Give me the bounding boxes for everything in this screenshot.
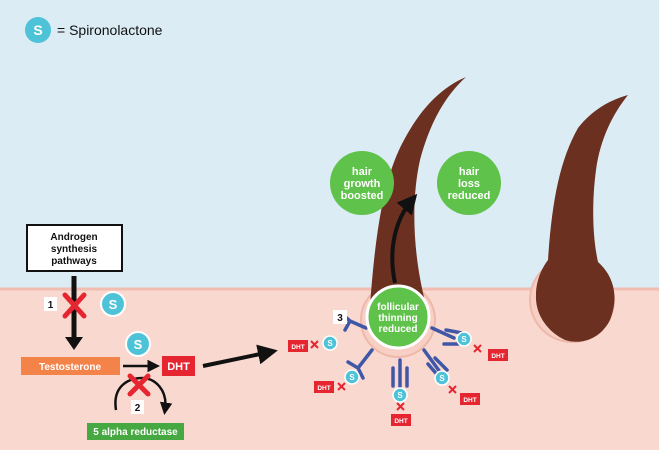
hair-loss-line1: hair: [459, 166, 480, 178]
follicle-bubble: follicular thinning reduced: [365, 284, 431, 350]
spiro-icon-step-1: [100, 291, 126, 317]
spiro-icon-step-2: [125, 331, 151, 357]
step-2-block-x: [127, 373, 151, 397]
step-1-number: 1: [48, 300, 54, 311]
follicle-bubble-line2: thinning: [378, 313, 417, 324]
blocked-dht-1-label: DHT: [291, 344, 304, 351]
step-2-number: 2: [135, 403, 141, 414]
receptor-spiro-1: [322, 335, 338, 351]
blocked-dht-2: [314, 381, 334, 393]
hair-growth-bubble-circle: [330, 151, 394, 215]
dht-label: DHT: [167, 361, 190, 373]
spiro-step-2-letter: S: [134, 337, 143, 352]
blocked-x-2: [337, 382, 346, 391]
blocked-x-4: [448, 385, 457, 394]
spiro-step-1-letter: S: [109, 297, 118, 312]
androgen-down-arrowhead: [65, 337, 83, 350]
receptor-spiro-2: [344, 369, 360, 385]
dht-box: [162, 356, 195, 376]
blocked-dht-2-label: DHT: [317, 385, 330, 392]
follicle-bubble-line1: follicular: [377, 302, 419, 313]
receptor-spiro-4: [434, 370, 450, 386]
receptor-spiro-3-letter: S: [397, 391, 403, 400]
reductase-label: 5 alpha reductase: [93, 427, 178, 438]
hair-loss-line2: loss: [458, 178, 480, 190]
testosterone-label: Testosterone: [39, 362, 101, 373]
hair-shaft-right: [535, 95, 628, 342]
hair-loss-line3: reduced: [448, 190, 491, 202]
follicle-bubble-circle: [365, 284, 431, 350]
receptor-spiro-2-letter: S: [349, 373, 355, 382]
receptor-spiro-1-letter: S: [327, 339, 333, 348]
blocked-dht-4-label: DHT: [463, 397, 476, 404]
androgen-box: Androgen synthesis pathways: [26, 224, 123, 272]
hair-growth-line1: hair: [352, 166, 373, 178]
blocked-dht-5: [488, 349, 508, 361]
receptor-3: [391, 358, 409, 390]
receptor-spiro-4-letter: S: [439, 374, 445, 383]
step-3-number: 3: [337, 313, 343, 324]
testosterone-box: [21, 357, 120, 375]
step-2-badge: [131, 400, 144, 414]
legend-spiro-icon: [25, 17, 51, 43]
blocked-dht-5-label: DHT: [491, 353, 504, 360]
receptor-2: [346, 348, 374, 380]
receptor-group: [340, 312, 464, 390]
reductase-box: [87, 423, 184, 440]
dht-to-follicle-arrow: [202, 344, 278, 368]
hair-growth-line2: growth: [344, 178, 381, 190]
receptor-spiro-group: S S S S S: [322, 331, 472, 403]
legend-text: = Spironolactone: [57, 22, 163, 38]
androgen-line3: pathways: [51, 256, 97, 267]
legend-spiro-letter: S: [33, 22, 42, 38]
step-3-badge: [333, 310, 347, 324]
blocked-x-5: [473, 344, 482, 353]
blocked-dht-3-label: DHT: [394, 418, 407, 425]
growth-arrow: [390, 193, 418, 284]
hair-loss-bubble: hair loss reduced: [437, 151, 501, 215]
blocked-dht-group: DHT DHT DHT DHT DHT: [288, 340, 508, 426]
reductase-curve-arrow: [114, 376, 173, 415]
receptor-spiro-5-letter: S: [461, 335, 467, 344]
androgen-line2: synthesis: [51, 244, 98, 255]
blocked-x-3: [396, 402, 405, 411]
blocked-dht-1: [288, 340, 308, 352]
receptor-5: [430, 326, 464, 346]
follicle-bubble-line3: reduced: [379, 324, 418, 335]
hair-growth-line3: boosted: [341, 190, 384, 202]
hair-growth-bubble: hair growth boosted: [330, 151, 394, 215]
hair-strand-right: [529, 95, 628, 343]
legend: S = Spironolactone: [25, 17, 163, 43]
blocked-dht-4: [460, 393, 480, 405]
receptor-spiro-3: [392, 387, 408, 403]
receptor-spiro-5: [456, 331, 472, 347]
androgen-box-frame: [26, 224, 123, 272]
androgen-line1: Androgen: [50, 232, 97, 243]
blocked-dht-3: [391, 414, 411, 426]
hair-loss-bubble-circle: [437, 151, 501, 215]
step-1-badge: [44, 297, 57, 311]
blocked-x-1: [310, 340, 319, 349]
step-1-block-x: [62, 292, 87, 319]
